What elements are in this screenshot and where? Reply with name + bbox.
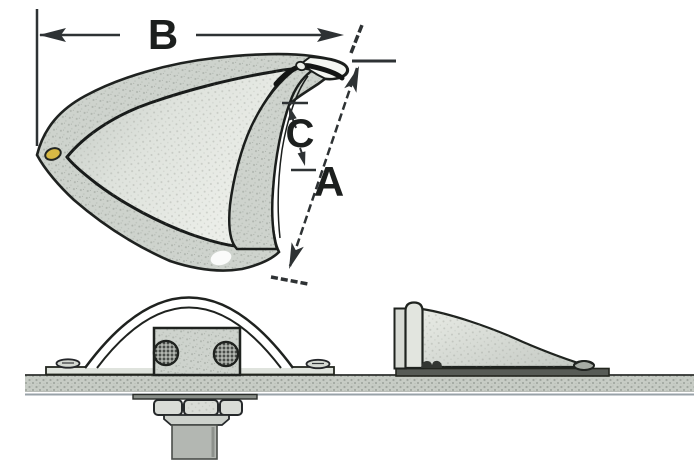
mesh-vent-hole-right	[212, 340, 240, 368]
dimension-label-a: A	[314, 158, 344, 205]
nut-facet-right	[219, 399, 243, 416]
dimension-a: A	[270, 59, 396, 286]
hex-nut	[153, 399, 243, 416]
a-line	[288, 67, 359, 267]
lip-band-inner-line	[277, 75, 309, 239]
profile-rear-foot	[573, 360, 595, 371]
top-screw-hole	[295, 60, 307, 72]
deck-band	[25, 375, 694, 391]
a-arrow-top	[344, 66, 359, 93]
bottom-screw-hole	[209, 249, 233, 267]
dimension-label-b: B	[148, 11, 178, 58]
shell-inner-recess-grain	[67, 69, 292, 246]
mesh-vent-hole-left	[152, 339, 180, 367]
profile-body-grain	[422, 309, 591, 367]
dimension-c: C	[282, 101, 316, 172]
side-profile-view	[393, 301, 610, 377]
profile-back-plate	[393, 307, 407, 370]
dimension-label-c: C	[286, 112, 315, 156]
front-section-view	[45, 296, 335, 460]
deck-panel	[25, 374, 694, 396]
plan-view	[35, 52, 350, 272]
b-arrow-left	[39, 28, 66, 42]
vent-mouth-shadow	[273, 63, 345, 87]
lip-band	[228, 65, 317, 251]
backing-washer-plate	[132, 393, 258, 400]
dimension-b: B	[35, 9, 364, 146]
stub-body	[171, 424, 218, 460]
nut-step-flange	[163, 414, 230, 426]
a-end-tick	[270, 275, 309, 286]
c-arrow-bottom	[297, 151, 306, 166]
profile-base-plate	[395, 367, 610, 377]
profile-front-bar	[404, 301, 424, 370]
foot-dome-top	[574, 360, 594, 365]
nut-facet-grain	[186, 402, 216, 413]
flange-screw-left	[55, 358, 81, 369]
brass-screw-hole	[44, 147, 62, 161]
profile-weld-bead	[421, 360, 442, 368]
nut-facet-left	[153, 399, 183, 416]
c-arrow-top	[289, 106, 297, 121]
hose-tail-stub	[171, 424, 218, 460]
b-end-tick	[349, 24, 364, 54]
a-arrow-bottom	[289, 242, 304, 269]
flange-screw-right	[305, 358, 331, 370]
b-arrow-right	[317, 28, 344, 42]
